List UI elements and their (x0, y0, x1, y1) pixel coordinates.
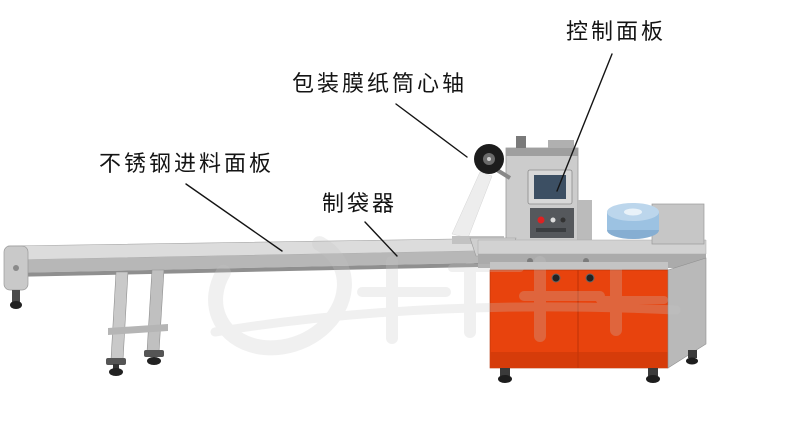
watermark (208, 228, 681, 356)
rear-leg (146, 269, 165, 353)
leg-cross-brace (108, 324, 168, 335)
leader-line-bag-former (364, 221, 398, 257)
head-top-edge (506, 148, 578, 156)
label-feed-panel: 不锈钢进料面板 (99, 151, 275, 176)
foot-left-pad (498, 375, 512, 383)
foot-side-pad (686, 357, 698, 365)
machine-feet (498, 350, 698, 383)
machine-head (505, 136, 592, 245)
panel-slot (536, 228, 566, 232)
front-foot-stem (113, 364, 119, 369)
foot-right-stem (648, 368, 658, 376)
cabinet-top-lip (490, 262, 668, 270)
film-web (451, 171, 493, 239)
button-panel (530, 208, 574, 238)
rear-foot-bracket (144, 350, 164, 357)
cabinet-bottom-strip (490, 352, 668, 368)
leader-line-control-panel (556, 53, 613, 192)
conveyor-legs (106, 269, 168, 376)
roll-bracket (495, 168, 512, 180)
cabinet-knob-left (551, 273, 561, 283)
end-roller-bolt (13, 265, 19, 271)
front-leg (110, 271, 129, 361)
end-foot-pad (10, 301, 22, 309)
control-panel-unit (527, 169, 574, 238)
conveyor-table (3, 237, 525, 309)
foot-left-stem (500, 368, 510, 376)
label-bag-former: 制袋器 (322, 191, 398, 216)
tower-housing (651, 203, 705, 245)
foot-side-stem (688, 350, 697, 358)
end-foot-stem (12, 290, 20, 302)
label-control-panel: 控制面板 (566, 19, 667, 44)
head-top-fitting (516, 136, 526, 148)
cabinet-knob-right (585, 273, 595, 283)
blue-film-roll (607, 203, 659, 239)
rear-foot-pad (147, 357, 161, 365)
head-top-bar (548, 140, 574, 148)
emergency-stop-button (537, 216, 545, 224)
blue-roll-core (624, 208, 642, 216)
conveyor-side-rail (8, 250, 524, 273)
conveyor-rail-shadow (8, 262, 524, 277)
label-film-spindle: 包装膜纸筒心轴 (292, 71, 468, 96)
panel-button-dark (560, 217, 566, 223)
foot-right-pad (646, 375, 660, 383)
leader-line-film-spindle (395, 103, 468, 158)
machine-cabinet (489, 257, 707, 369)
cabinet-side-panel (667, 257, 707, 369)
panel-button-light (550, 217, 556, 223)
watermark-swirl (208, 228, 352, 356)
film-roll-spindle-tip (487, 157, 491, 161)
leader-line-feed-panel (185, 183, 283, 252)
cabinet-front-panel (489, 269, 669, 369)
front-foot-pad (109, 368, 123, 376)
leader-lines (185, 53, 613, 257)
film-roll-assembly (451, 144, 512, 239)
front-foot-bracket (106, 358, 126, 365)
right-tower (651, 203, 705, 245)
watermark-underline (210, 302, 681, 337)
head-side-bracket (578, 200, 592, 244)
control-screen (534, 175, 566, 199)
